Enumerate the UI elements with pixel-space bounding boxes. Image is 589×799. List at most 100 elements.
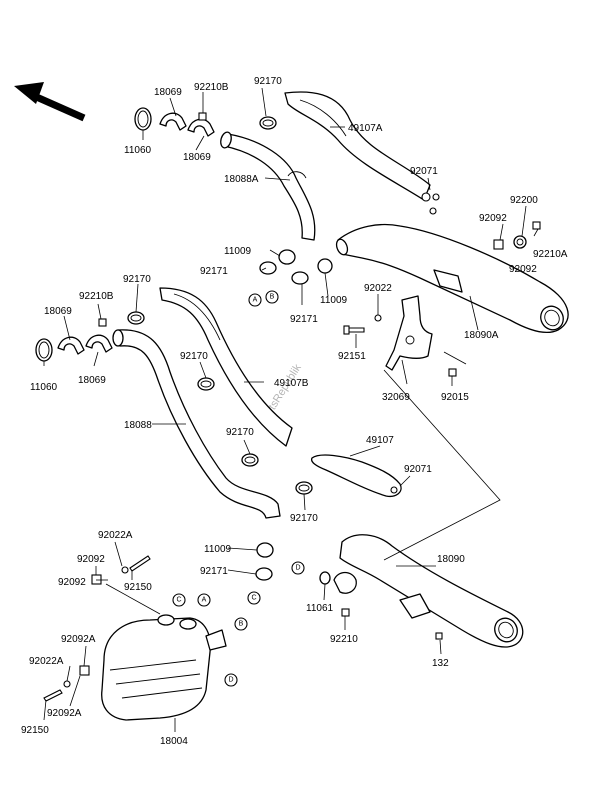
nut-92210B-lower (98, 318, 107, 327)
muffler-18090 (333, 534, 524, 648)
label-32069: 32069 (382, 392, 410, 403)
clamp-92170-lower-3 (241, 453, 259, 467)
leader-lines (43, 87, 539, 732)
label-11009-upper-1: 11009 (224, 246, 252, 257)
part-labels: 11060 18069 92210B 92170 49107A 18069 18… (21, 76, 568, 747)
flange-18069-lower-1 (57, 336, 85, 355)
label-92092-upper-2: 92092 (509, 264, 537, 275)
connector-C-right (247, 591, 261, 605)
head-pipe-18088 (112, 329, 281, 519)
label-92150-upper: 92150 (124, 582, 152, 593)
bolt-92150-upper (129, 555, 151, 572)
label-49107: 49107 (366, 435, 394, 446)
clamp-92170-lower-1 (127, 311, 145, 325)
heat-guard-49107A (284, 91, 440, 215)
label-92171-lower: 92171 (200, 566, 228, 577)
gasket-11060-lower (35, 338, 53, 362)
label-11060-upper: 11060 (124, 145, 152, 156)
connector-C-right-label: C (251, 595, 256, 602)
clamp-92171-lower (255, 567, 273, 581)
pipe-11009-upper-2 (317, 258, 333, 274)
label-92170-lower-3: 92170 (226, 427, 254, 438)
clamp-92170-upper (259, 116, 277, 130)
label-92210B-lower: 92210B (79, 291, 114, 302)
pipe-11009-lower (256, 542, 274, 558)
label-92210A: 92210A (533, 249, 568, 260)
label-18069-upper-1: 18069 (154, 87, 182, 98)
bracket-32069 (385, 295, 433, 371)
bushing-92092-upper (493, 239, 504, 250)
connector-D-right-label: D (295, 565, 300, 572)
front-direction-arrow (14, 82, 86, 122)
label-92170-lower-1: 92170 (123, 274, 151, 285)
washer-92022-upper (374, 314, 382, 322)
label-92022A-lower: 92022A (29, 656, 64, 667)
clamp-92170-lower-2 (197, 377, 215, 391)
label-18090A: 18090A (464, 330, 499, 341)
nut-92210-lower (341, 608, 350, 617)
label-92170-lower-4: 92170 (290, 513, 318, 524)
connector-D-left (224, 673, 238, 687)
label-92171-upper-1: 92171 (200, 266, 228, 277)
flange-18069-lower-2 (85, 334, 113, 353)
connector-A-left (197, 593, 211, 607)
connector-B-upper (265, 290, 279, 304)
label-18069-lower-1: 18069 (44, 306, 72, 317)
washer-92022A-left (121, 566, 129, 574)
connector-B-left (234, 617, 248, 631)
head-pipe-18088A (220, 131, 316, 241)
heat-guard-49107 (310, 454, 402, 498)
chamber-18004 (101, 614, 227, 721)
label-49107B: 49107B (274, 378, 309, 389)
label-11061: 11061 (306, 603, 334, 614)
gasket-11061 (319, 571, 331, 585)
washer-92022A-lower (63, 680, 71, 688)
label-92200: 92200 (510, 195, 538, 206)
clamp-92170-lower-4 (295, 481, 313, 495)
connector-A-upper (248, 293, 262, 307)
bolt-92151 (343, 325, 365, 335)
label-18090: 18090 (437, 554, 465, 565)
flange-18069-upper-2 (187, 118, 215, 137)
label-92092-left-1: 92092 (77, 554, 105, 565)
label-18004: 18004 (160, 736, 188, 747)
collar-92200 (513, 235, 527, 249)
label-92022: 92022 (364, 283, 392, 294)
label-18088A: 18088A (224, 174, 259, 185)
nut-92015 (448, 368, 457, 377)
bushing-92092-left-1 (91, 574, 102, 585)
bushing-92092A-1 (79, 665, 90, 676)
pipe-11009-upper-1 (278, 249, 296, 265)
nut-92210B-upper (198, 112, 207, 121)
heat-guard-49107B (159, 287, 293, 447)
connector-B-left-label: B (239, 621, 244, 628)
gasket-11060-upper (134, 107, 152, 131)
connector-D-left-label: D (228, 677, 233, 684)
flange-18069-upper-1 (159, 112, 187, 131)
label-18069-upper-2: 18069 (183, 152, 211, 163)
label-18088: 18088 (124, 420, 152, 431)
label-92071-lower: 92071 (404, 464, 432, 475)
label-132: 132 (432, 658, 449, 669)
label-92071-upper: 92071 (410, 166, 438, 177)
label-92092A-lower: 92092A (47, 708, 82, 719)
label-11060-lower: 11060 (30, 382, 58, 393)
clamp-92171-upper-2 (291, 271, 309, 285)
label-18069-lower-2: 18069 (78, 375, 106, 386)
connector-D-right (291, 561, 305, 575)
connector-B-upper-label: B (270, 294, 275, 301)
connector-C-left-label: C (176, 597, 181, 604)
label-92092-upper-1: 92092 (479, 213, 507, 224)
label-92150-lower: 92150 (21, 725, 49, 736)
label-92015: 92015 (441, 392, 469, 403)
label-49107A: 49107A (348, 123, 383, 134)
label-92151: 92151 (338, 351, 366, 362)
label-92092A-upper: 92092A (61, 634, 96, 645)
label-11009-upper-2: 11009 (320, 295, 348, 306)
muffler-18090A (335, 223, 569, 334)
label-92170-upper: 92170 (254, 76, 282, 87)
label-92210-lower: 92210 (330, 634, 358, 645)
clamp-92171-upper-1 (259, 261, 277, 275)
bolt-92150-lower (43, 689, 63, 702)
nut-92210A (532, 221, 541, 230)
